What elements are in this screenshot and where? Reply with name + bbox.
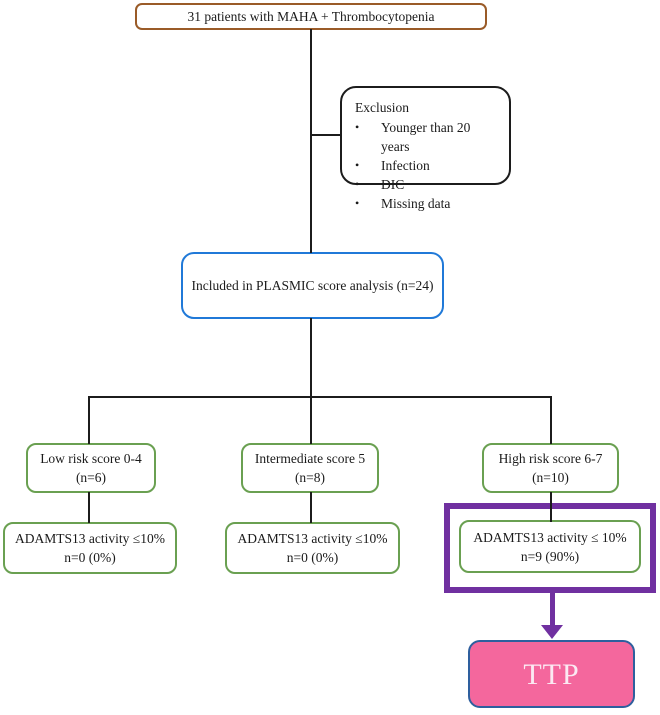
exclusion-item: • Missing data xyxy=(355,194,450,213)
arrow-down-icon xyxy=(541,625,563,639)
connector-to-exclusion xyxy=(312,134,340,136)
bullet-icon: • xyxy=(355,177,360,191)
low-risk-line1: Low risk score 0-4 xyxy=(40,451,142,466)
connector-mid-to-adamts xyxy=(310,492,312,523)
adamts-high-line2: n=9 (90%) xyxy=(520,548,580,564)
exclusion-item-label: Missing data xyxy=(381,196,451,211)
adamts-high-box: ADAMTS13 activity ≤ 10% n=9 (90%) xyxy=(459,520,641,573)
exclusion-item: • Younger than 20 years xyxy=(355,118,501,156)
branch-drop-right xyxy=(550,396,552,444)
intermediate-risk-box: Intermediate score 5 (n=8) xyxy=(241,443,379,493)
ttp-box: TTP xyxy=(468,640,635,708)
adamts-low-line2: n=0 (0%) xyxy=(64,550,116,565)
adamts-low-box: ADAMTS13 activity ≤10% n=0 (0%) xyxy=(3,522,177,574)
exclusion-item-label: Infection xyxy=(381,158,430,173)
adamts-intermediate-box: ADAMTS13 activity ≤10% n=0 (0%) xyxy=(225,522,400,574)
adamts-low-line1: ADAMTS13 activity ≤10% xyxy=(15,531,165,546)
ttp-label: TTP xyxy=(523,657,580,691)
patients-box-label: 31 patients with MAHA + Thrombocytopenia xyxy=(187,9,435,24)
arrow-stem xyxy=(550,592,555,626)
branch-horizontal-line xyxy=(88,396,552,398)
bullet-icon: • xyxy=(355,120,360,134)
exclusion-item: • DIC xyxy=(355,175,404,194)
branch-drop-middle xyxy=(310,396,312,444)
plasmic-box-label: Included in PLASMIC score analysis (n=24… xyxy=(191,278,434,293)
plasmic-box: Included in PLASMIC score analysis (n=24… xyxy=(181,252,444,319)
adamts-high-line1: ADAMTS13 activity ≤ 10% xyxy=(473,529,627,545)
low-risk-line2: (n=6) xyxy=(75,470,107,485)
patients-box: 31 patients with MAHA + Thrombocytopenia xyxy=(135,3,487,30)
connector-top-to-plasmic xyxy=(310,29,312,253)
bullet-icon: • xyxy=(355,158,360,172)
exclusion-item-label: Younger than 20 years xyxy=(381,120,471,154)
exclusion-item-label: DIC xyxy=(381,177,405,192)
exclusion-box: Exclusion • Younger than 20 years • Infe… xyxy=(340,86,511,211)
branch-drop-left xyxy=(88,396,90,444)
intermediate-risk-line2: (n=8) xyxy=(294,470,326,485)
bullet-icon: • xyxy=(355,196,360,210)
connector-low-to-adamts xyxy=(88,492,90,523)
exclusion-item: • Infection xyxy=(355,156,430,175)
low-risk-box: Low risk score 0-4 (n=6) xyxy=(26,443,156,493)
intermediate-risk-line1: Intermediate score 5 xyxy=(254,451,366,466)
high-risk-line2: (n=10) xyxy=(532,470,569,485)
connector-plasmic-to-branch xyxy=(310,318,312,397)
connector-high-to-adamts xyxy=(550,492,552,522)
exclusion-title: Exclusion xyxy=(355,100,409,115)
high-risk-line1: High risk score 6-7 xyxy=(498,451,603,466)
adamts-intermediate-line1: ADAMTS13 activity ≤10% xyxy=(237,531,388,546)
high-risk-box: High risk score 6-7 (n=10) xyxy=(482,443,619,493)
adamts-intermediate-line2: n=0 (0%) xyxy=(286,550,339,565)
